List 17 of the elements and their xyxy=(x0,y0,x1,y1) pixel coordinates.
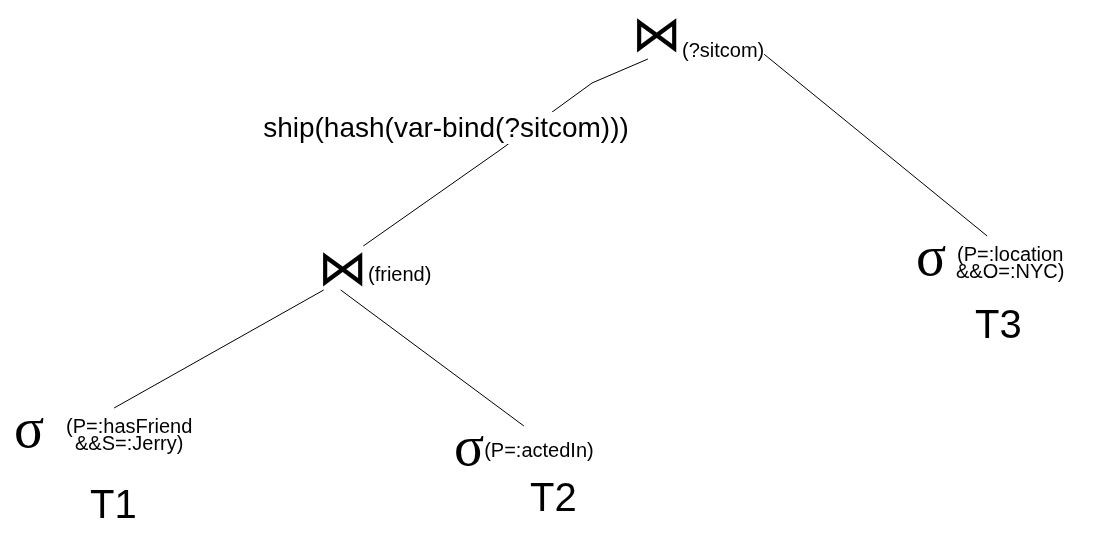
select-symbol: σ xyxy=(14,408,45,448)
table-label: T2 xyxy=(530,475,577,519)
select-condition: (P=:location &&O=:NYC) xyxy=(955,246,1066,280)
tree-edge xyxy=(340,289,525,427)
join-symbol: ⋈ xyxy=(632,12,682,56)
table-label: T3 xyxy=(975,302,1022,346)
tree-edge xyxy=(113,289,325,409)
table-label: T1 xyxy=(90,482,137,526)
select-condition: (P=:actedIn) xyxy=(484,442,594,459)
edge-label: ship(hash(var-bind(?sitcom))) xyxy=(263,112,629,144)
join-condition: (friend) xyxy=(368,266,432,283)
select-condition: (P=:hasFriend &&S=:Jerry) xyxy=(65,418,194,452)
tree-edge xyxy=(763,53,988,237)
select-symbol: σ xyxy=(916,236,947,276)
select-symbol: σ xyxy=(454,426,485,466)
join-condition: (?sitcom) xyxy=(682,42,765,59)
join-symbol: ⋈ xyxy=(318,246,368,290)
